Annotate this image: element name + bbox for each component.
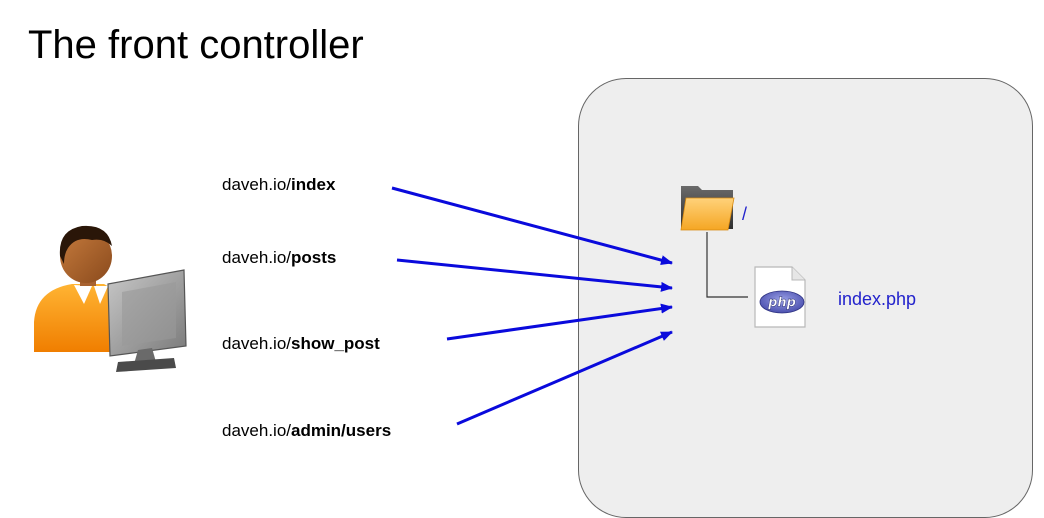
folder-icon xyxy=(680,186,735,231)
url-label-posts: daveh.io/posts xyxy=(222,248,336,268)
url-path: admin/users xyxy=(291,421,392,440)
url-host: daveh.io/ xyxy=(222,421,291,440)
tree-connector xyxy=(706,232,748,298)
index-php-label: index.php xyxy=(838,289,917,309)
request-arrow-admin-users xyxy=(456,330,673,426)
diagram-canvas: php xyxy=(34,186,806,426)
request-arrow-show-post xyxy=(446,303,673,341)
url-path: posts xyxy=(291,248,337,267)
url-path: show_post xyxy=(291,334,380,353)
slide-title: The front controller xyxy=(28,23,364,67)
url-label-show-post: daveh.io/show_post xyxy=(222,334,380,354)
request-arrow-posts xyxy=(396,258,673,292)
url-host: daveh.io/ xyxy=(222,334,291,353)
url-label-admin-users: daveh.io/admin/users xyxy=(222,421,391,441)
url-label-index: daveh.io/index xyxy=(222,175,335,195)
root-folder-label: / xyxy=(742,204,748,224)
url-path: index xyxy=(291,175,336,194)
url-host: daveh.io/ xyxy=(222,248,291,267)
php-icon-text: php xyxy=(767,296,796,311)
user-at-computer-icon xyxy=(34,225,187,372)
php-file-icon: php xyxy=(754,266,806,328)
request-arrow-index xyxy=(391,186,673,265)
url-host: daveh.io/ xyxy=(222,175,291,194)
